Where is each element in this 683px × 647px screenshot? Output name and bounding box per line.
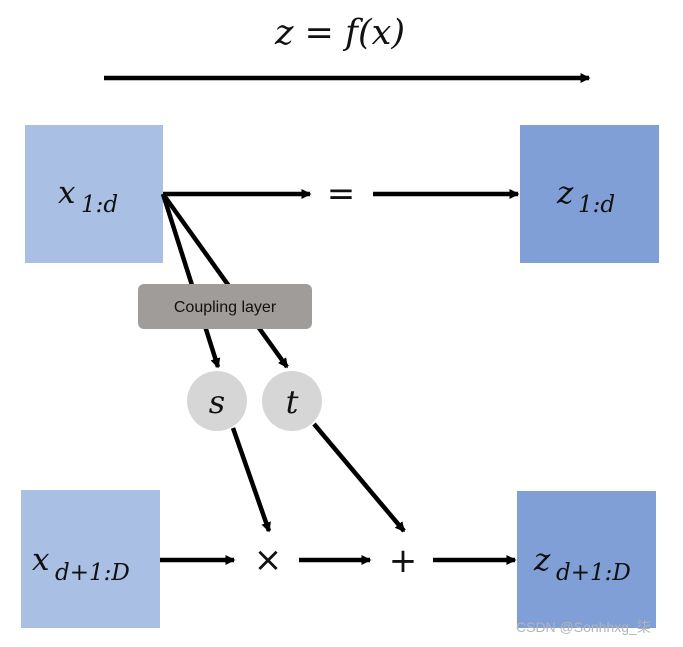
- csdn-watermark: CSDN @Sonhhxg_柒: [516, 619, 651, 635]
- x-bottom-box: [21, 490, 160, 628]
- s-label: s: [209, 383, 225, 421]
- multiply-operator: ×: [254, 540, 283, 580]
- s-to-multiply-arrow: [230, 427, 272, 533]
- x-bottom-base: x: [32, 542, 50, 578]
- t-node: [262, 371, 322, 431]
- x-bottom-subscript: d+1:D: [55, 560, 130, 586]
- x-top-subscript: 1:d: [81, 192, 118, 218]
- t-label: t: [286, 383, 299, 421]
- plus-operator: +: [389, 541, 418, 581]
- function-title: z = f(x): [274, 13, 405, 53]
- s-node: [187, 371, 247, 431]
- equals-operator: =: [327, 174, 356, 214]
- z-top-box: [520, 125, 659, 263]
- coupling-layer-box: [138, 284, 312, 329]
- z-top-base: z: [556, 175, 574, 211]
- x-top-to-t-arrow: [161, 192, 289, 369]
- z-top-subscript: 1:d: [578, 192, 615, 218]
- x-top-box: [25, 125, 163, 263]
- z-bottom-box: [517, 491, 656, 628]
- coupling-layer-label: Coupling layer: [174, 299, 277, 316]
- t-to-plus-arrow: [312, 422, 406, 533]
- x-top-base: x: [58, 175, 76, 211]
- z-bottom-base: z: [533, 542, 551, 578]
- x-top-to-s-arrow: [160, 193, 221, 369]
- z-bottom-subscript: d+1:D: [556, 560, 631, 586]
